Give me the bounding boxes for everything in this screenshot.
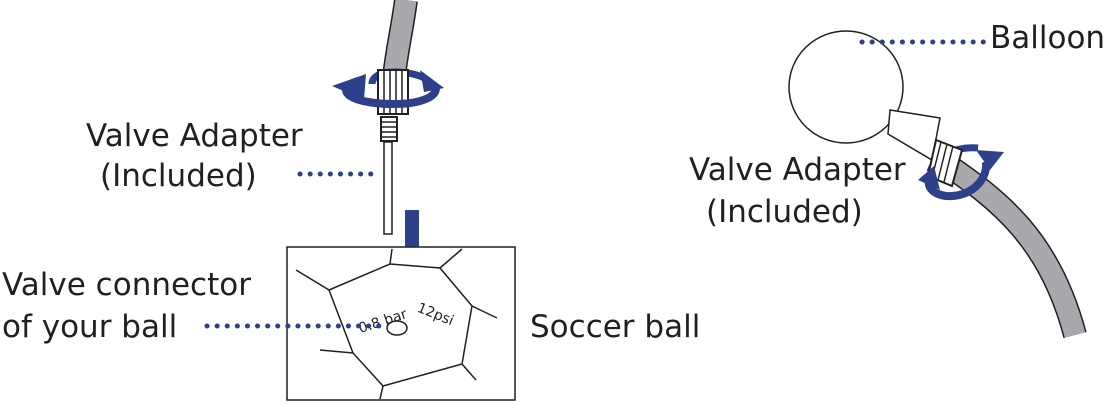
rotate-arrow-icon [332,70,444,109]
right-hose [933,150,1087,339]
right-adapter-label-line2: (Included) [706,194,863,230]
left-adapter-label-line2: (Included) [100,158,257,194]
soccer-ball-label: Soccer ball [530,309,700,345]
left-adapter-label-line1: Valve Adapter [86,118,303,154]
right-adapter-nut [926,138,964,188]
balloon-label: Balloon [990,20,1103,56]
left-adapter-thread [380,116,398,142]
left-adapter-needle [383,141,393,235]
valve-connector-label-line1: Valve connector [2,267,251,303]
balloon [788,30,941,162]
valve-hole [386,320,408,336]
right-adapter-label-line1: Valve Adapter [689,152,906,188]
soccer-ball-panel: 0.8 bar 12psi [286,246,516,401]
left-hose [382,0,418,80]
rotate-arrow-right-icon [918,150,1004,201]
valve-connector-label-line2: of your ball [2,309,177,345]
